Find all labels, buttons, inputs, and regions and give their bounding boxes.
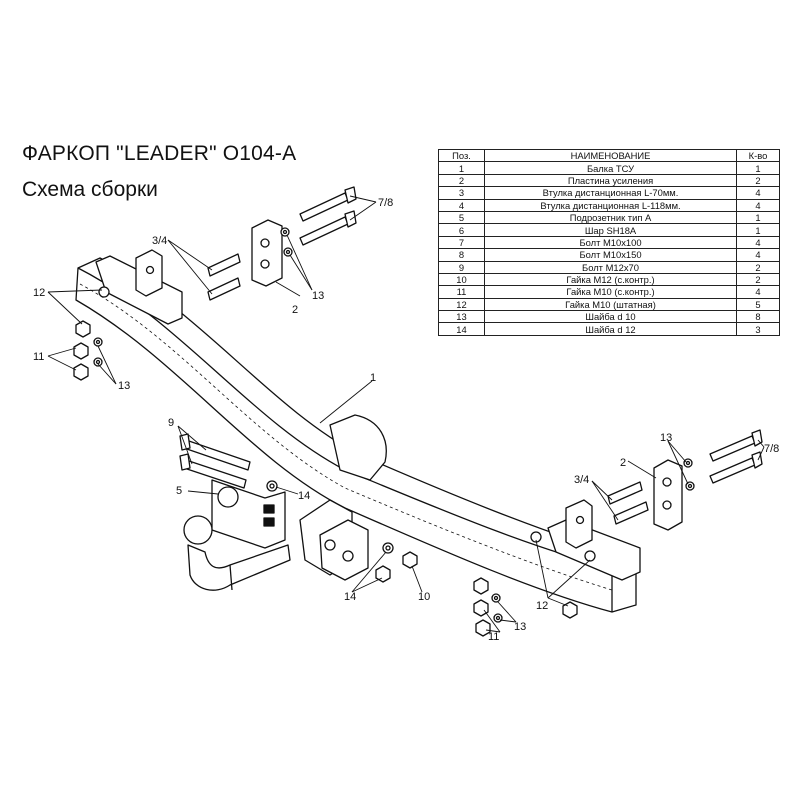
callout-11-left: 11	[33, 351, 44, 363]
callout-5: 5	[176, 485, 182, 497]
right-beam-bracket	[547, 499, 641, 581]
callout-13-right: 13	[660, 432, 672, 444]
right-reinforcement-plate	[653, 459, 683, 531]
parts-cell-name: Балка ТСУ	[484, 161, 737, 175]
callout-1: 1	[370, 372, 376, 384]
callout-labels: 3/4 7/8 2 13 12 11 13 1 9 5 14 14 10 13 …	[33, 197, 779, 643]
callout-9: 9	[168, 417, 174, 429]
center-receiver	[299, 414, 387, 581]
m12-bolts	[179, 433, 251, 489]
right-bolts	[709, 429, 763, 484]
left-reinforcement-plate	[251, 219, 283, 287]
parts-header-qty: К-во	[736, 148, 780, 163]
parts-cell-qty: 3	[736, 322, 780, 336]
parts-cell-qty: 1	[736, 161, 780, 175]
parts-cell-qty: 4	[736, 235, 780, 250]
diagram-subtitle: Схема сборки	[22, 178, 158, 201]
diagram-title: ФАРКОП "LEADER" O104-A	[22, 142, 297, 165]
right-spacers	[607, 481, 649, 525]
callout-3-4-left: 3/4	[152, 235, 167, 247]
callout-7-8-right: 7/8	[764, 443, 779, 455]
callout-14-low: 14	[344, 591, 356, 603]
callout-3-4-right: 3/4	[574, 474, 589, 486]
parts-cell-pos: 2	[438, 173, 485, 188]
parts-cell-qty: 4	[736, 186, 780, 200]
callout-13-left-top: 13	[312, 290, 324, 302]
parts-cell-name: Втулка дистанционная L-70мм.	[484, 186, 737, 200]
callout-7-8-left: 7/8	[378, 197, 393, 209]
callout-12-left: 12	[33, 287, 45, 299]
parts-cell-qty: 4	[736, 198, 780, 212]
callout-14-mid: 14	[298, 490, 310, 502]
tow-ball	[183, 515, 291, 591]
parts-header-name: НАИМЕНОВАНИЕ	[484, 148, 737, 163]
callout-11-right: 11	[488, 631, 499, 643]
socket-plate	[211, 479, 286, 549]
parts-cell-qty: 1	[736, 223, 780, 237]
washers-nuts	[73, 227, 695, 637]
left-beam-bracket	[95, 249, 183, 325]
callout-10: 10	[418, 591, 430, 603]
callout-13-left-mid: 13	[118, 380, 130, 392]
callout-13-right-low: 13	[514, 621, 526, 633]
callout-2-right: 2	[620, 457, 626, 469]
left-spacers	[207, 253, 241, 301]
parts-cell-name: Втулка дистанционная L-118мм.	[484, 198, 737, 212]
leader-lines	[47, 195, 765, 633]
parts-cell-qty: 1	[736, 210, 780, 225]
callout-12-right: 12	[536, 600, 548, 612]
callout-2-left: 2	[292, 304, 298, 316]
parts-header-pos: Поз.	[438, 148, 485, 163]
left-bolts	[299, 186, 357, 246]
parts-cell-qty: 2	[736, 173, 780, 188]
